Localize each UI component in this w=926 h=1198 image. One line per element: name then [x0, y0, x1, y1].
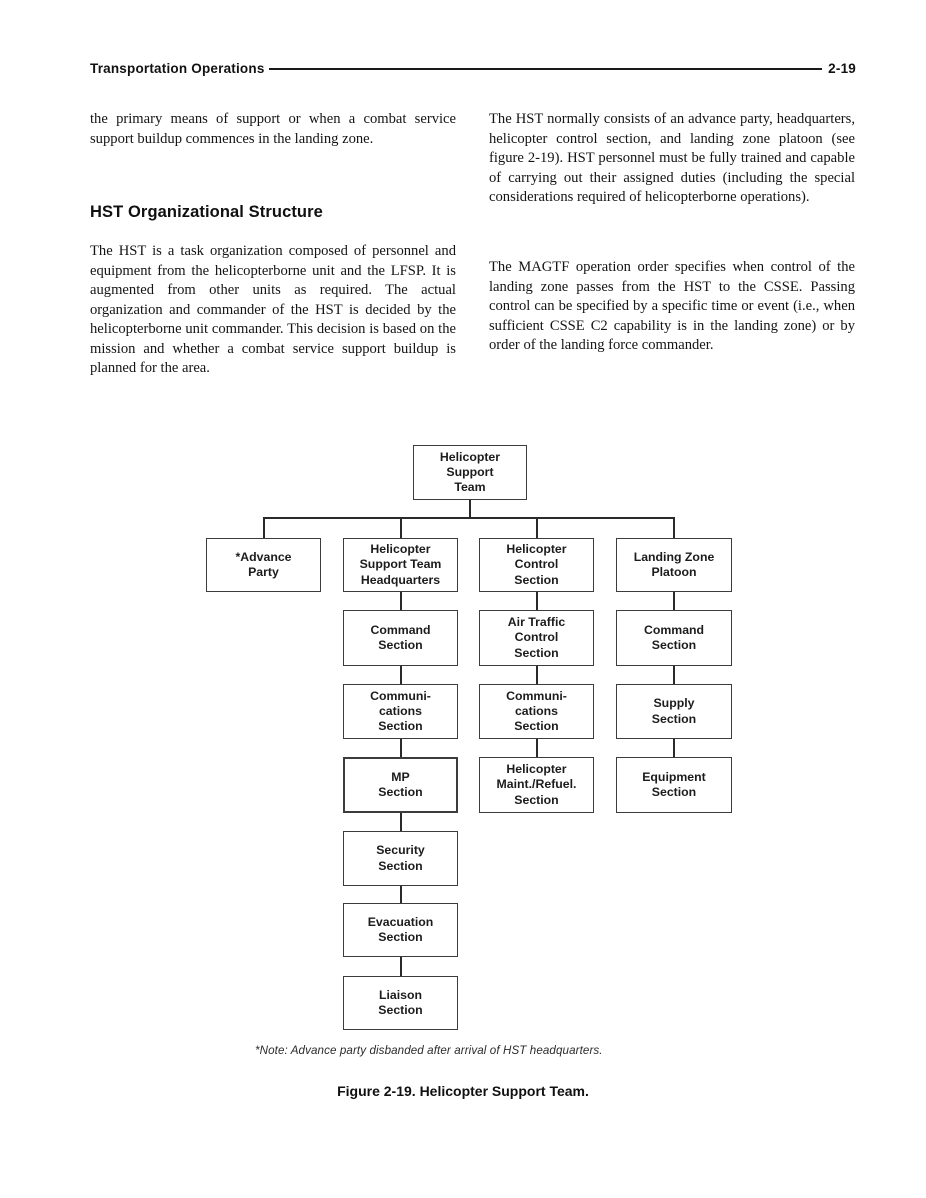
org-box-equipment-section: Equipment Section [616, 757, 732, 813]
left-paragraph-2: The HST is a task organization composed … [90, 243, 456, 376]
connector-line [673, 739, 675, 757]
page-number: 2-19 [828, 60, 856, 76]
org-box-air-traffic-control-section: Air Traffic Control Section [479, 610, 594, 666]
org-box-communications-section-hq: Communi- cations Section [343, 684, 458, 739]
left-paragraph-1: the primary means of support or when a c… [90, 111, 456, 147]
org-box-mp-section: MP Section [343, 757, 458, 813]
connector-line [400, 666, 402, 684]
org-box-helicopter-maint-refuel-section: Helicopter Maint./Refuel. Section [479, 757, 594, 813]
connector-line [400, 813, 402, 831]
section-heading: HST Organizational Structure [90, 203, 323, 221]
right-paragraph-2: The MAGTF operation order specifies when… [489, 259, 855, 353]
connector-line [400, 592, 402, 610]
page-header: Transportation Operations 2-19 [90, 59, 856, 77]
figure-note: *Note: Advance party disbanded after arr… [255, 1044, 603, 1057]
org-box-security-section: Security Section [343, 831, 458, 886]
figure-caption: Figure 2-19. Helicopter Support Team. [337, 1083, 589, 1099]
connector-line [673, 517, 675, 538]
org-box-communications-section-hcs: Communi- cations Section [479, 684, 594, 739]
right-paragraph-1: The HST normally consists of an advance … [489, 111, 855, 205]
connector-line [673, 666, 675, 684]
org-box-helicopter-control-section: Helicopter Control Section [479, 538, 594, 592]
connector-line [400, 517, 402, 538]
org-box-liaison-section: Liaison Section [343, 976, 458, 1030]
org-box-command-section-lz: Command Section [616, 610, 732, 666]
org-box-evacuation-section: Evacuation Section [343, 903, 458, 957]
org-box-helicopter-support-team: Helicopter Support Team [413, 445, 527, 500]
org-box-advance-party: *Advance Party [206, 538, 321, 592]
org-box-landing-zone-platoon: Landing Zone Platoon [616, 538, 732, 592]
connector-line [536, 517, 538, 538]
connector-line [400, 739, 402, 757]
org-box-command-section-hq: Command Section [343, 610, 458, 666]
org-box-supply-section: Supply Section [616, 684, 732, 739]
connector-line [263, 517, 674, 519]
connector-line [400, 957, 402, 976]
connector-line [400, 886, 402, 903]
connector-line [536, 592, 538, 610]
running-title: Transportation Operations [90, 60, 265, 76]
connector-line [469, 500, 471, 517]
connector-line [673, 592, 675, 610]
connector-line [536, 666, 538, 684]
org-box-hst-headquarters: Helicopter Support Team Headquarters [343, 538, 458, 592]
header-rule [268, 68, 823, 70]
connector-line [263, 517, 265, 538]
connector-line [536, 739, 538, 757]
